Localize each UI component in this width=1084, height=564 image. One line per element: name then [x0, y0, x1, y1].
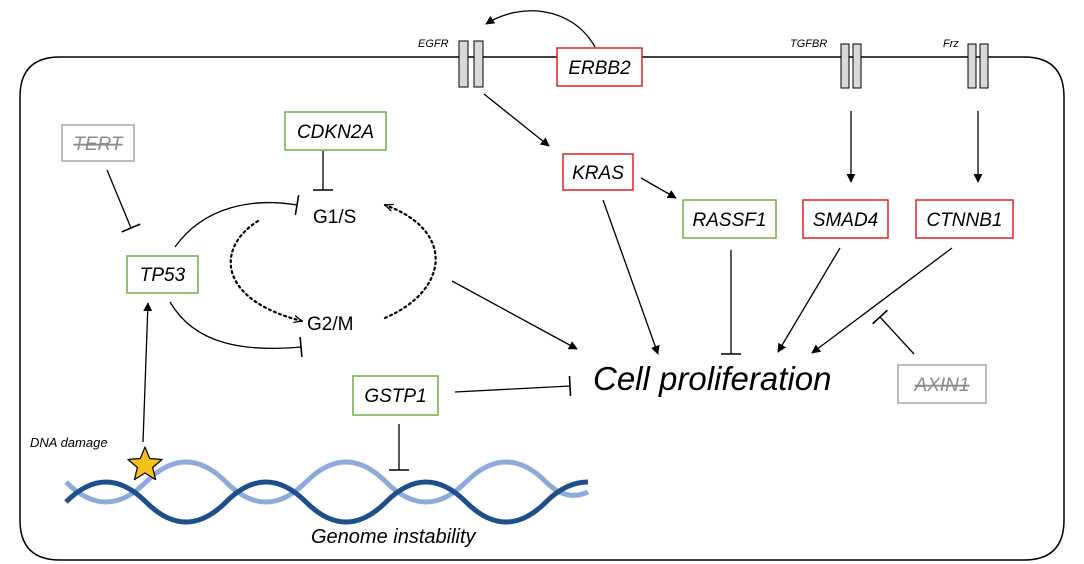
arrow-dna-damage-to-tp53	[142, 302, 153, 443]
cell-proliferation-label: Cell proliferation	[593, 360, 831, 397]
gene-box-ctnnb1: CTNNB1	[915, 199, 1014, 239]
arrow-kras-to-rassf1	[640, 177, 677, 199]
gene-label-smad4: SMAD4	[813, 210, 878, 231]
inhibit-tp53-g2m	[169, 301, 303, 358]
gene-label-gstp1: GSTP1	[364, 386, 426, 407]
phase-g2m: G2/M	[307, 314, 353, 335]
arrow-cellcycle-to-proliferation	[451, 280, 578, 350]
tgfbr-label: TGFBR	[790, 38, 827, 50]
gene-box-erbb2: ERBB2	[556, 47, 643, 87]
gene-box-tp53: TP53	[126, 255, 199, 294]
arrow-erbb2-to-egfr	[485, 10, 596, 48]
inhibit-gstp1-proliferation	[454, 375, 572, 397]
gene-label-ctnnb1: CTNNB1	[926, 210, 1002, 231]
dna-helix	[64, 459, 590, 525]
gene-label-tert: TERT	[73, 134, 124, 155]
gene-label-erbb2: ERBB2	[568, 58, 631, 79]
gene-label-tp53: TP53	[140, 265, 186, 286]
frz-receptor	[967, 43, 989, 89]
inhibit-tp53-g1s	[174, 195, 300, 248]
gene-label-cdkn2a: CDKN2A	[297, 122, 374, 143]
cycle-arrow-g2m-to-g1s	[385, 205, 437, 320]
genome-instability-label: Genome instability	[311, 526, 477, 548]
egfr-receptor	[458, 40, 484, 88]
gene-label-axin1: AXIN1	[914, 375, 970, 396]
gene-box-axin1: AXIN1	[897, 364, 987, 404]
phase-g1s: G1/S	[313, 207, 356, 228]
gene-box-smad4: SMAD4	[802, 199, 889, 239]
star-icon	[127, 446, 163, 481]
gene-label-rassf1: RASSF1	[693, 210, 767, 231]
dna-damage-label: DNA damage	[30, 435, 108, 450]
egfr-label: EGFR	[418, 38, 449, 50]
inhibit-tert-tp53	[106, 169, 141, 233]
arrow-ctnnb1-to-proliferation	[811, 247, 953, 354]
gene-box-tert: TERT	[61, 124, 135, 162]
cycle-arrow-g1s-to-g2m	[229, 219, 302, 321]
arrow-egfr-to-kras	[483, 93, 550, 147]
cell-membrane	[19, 56, 1065, 561]
inhibit-axin1-proliferation	[872, 309, 915, 355]
arrow-kras-to-proliferation	[602, 199, 660, 355]
gene-box-cdkn2a: CDKN2A	[284, 111, 387, 151]
frz-label: Frz	[943, 38, 959, 50]
gene-box-rassf1: RASSF1	[682, 199, 777, 239]
gene-box-gstp1: GSTP1	[352, 375, 439, 416]
tgfbr-receptor	[840, 43, 862, 89]
gene-box-kras: KRAS	[562, 153, 634, 191]
arrow-smad4-to-proliferation	[777, 247, 841, 353]
gene-label-kras: KRAS	[572, 163, 624, 184]
